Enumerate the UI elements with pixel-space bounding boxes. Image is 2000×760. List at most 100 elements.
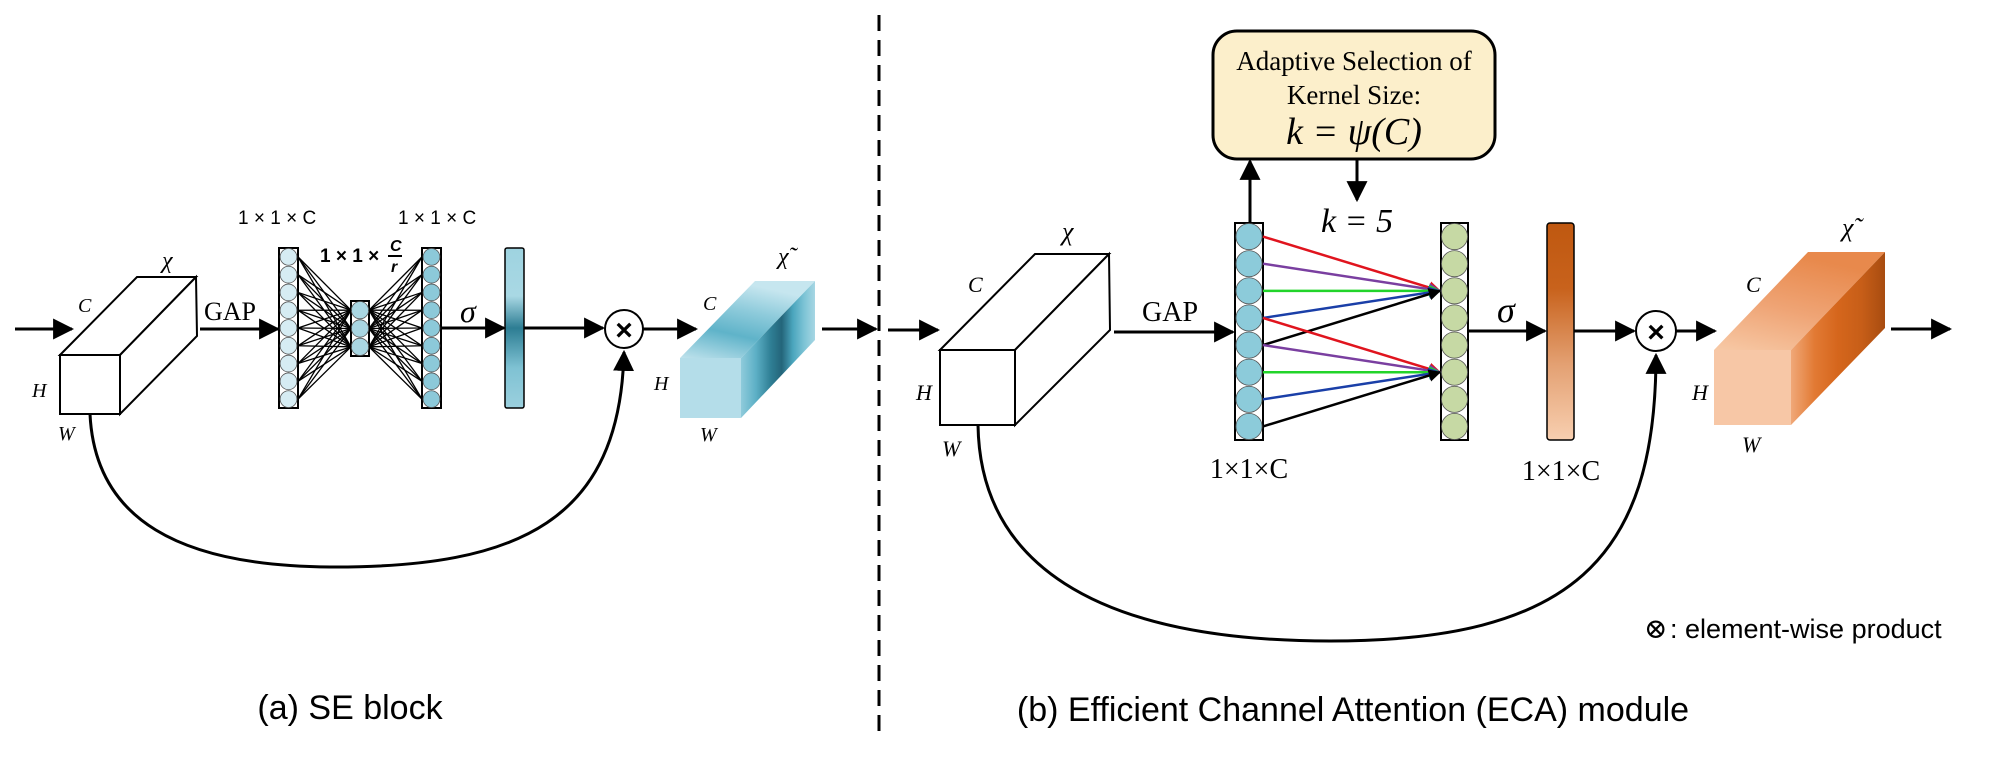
fc-edge (297, 328, 352, 400)
fc-edge (368, 274, 423, 348)
neuron (350, 337, 370, 356)
channel-node (1441, 385, 1468, 413)
se-output-tensor (680, 281, 815, 418)
eca-output-c-label: C (1746, 272, 1761, 297)
neuron (422, 372, 441, 391)
fc-edge (297, 309, 352, 382)
fc-edge (297, 291, 352, 311)
legend: ⊗ : element-wise product (1644, 614, 1942, 645)
channel-node (1235, 358, 1263, 386)
conv-edge (1262, 262, 1442, 296)
conv-edge (1262, 369, 1442, 428)
se-output-h-label: H (653, 373, 670, 395)
fc-edge (297, 274, 352, 311)
eca-caption: (b) Efficient Channel Attention (ECA) mo… (1017, 691, 1689, 729)
neuron (422, 336, 441, 355)
channel-node (1441, 331, 1468, 359)
fc-edge (297, 309, 352, 329)
se-bottleneck-den: r (391, 259, 398, 276)
se-fc1-dim-label: 1 × 1 × C (238, 208, 316, 229)
channel-node (1441, 250, 1468, 278)
se-input-symbol: χ (160, 248, 174, 274)
se-input-tensor (57, 274, 199, 417)
channel-node (1441, 304, 1468, 332)
legend-otimes-icon: ⊗ (1644, 614, 1667, 645)
channel-node (1441, 358, 1468, 386)
neuron (422, 390, 441, 408)
se-output-symbol: χ̃ (776, 244, 799, 270)
neuron (422, 283, 441, 302)
eca-output-h-label: H (1691, 380, 1709, 405)
conv-edge (1262, 235, 1442, 294)
neuron (422, 354, 441, 373)
eca-weights-dim-label: 1×1×C (1522, 456, 1600, 487)
neuron (422, 248, 441, 266)
fc-edge (297, 309, 352, 347)
channel-node (1235, 277, 1263, 305)
neuron (279, 390, 298, 408)
fc-edge (368, 345, 423, 348)
eca-product-symbol: × (1647, 316, 1665, 349)
eca-channel-weights (1546, 222, 1575, 441)
neuron (279, 372, 298, 391)
kernel-box-formula: k = ψ(C) (1286, 111, 1422, 153)
se-fc-network (278, 247, 442, 409)
eca-conv-network (1234, 222, 1469, 441)
neuron (279, 354, 298, 373)
conv-edge (1262, 316, 1442, 375)
se-sigma-label: σ (460, 293, 477, 329)
channel-node (1235, 250, 1263, 278)
neuron (279, 319, 298, 337)
channel-node (1235, 304, 1263, 332)
neuron (279, 265, 298, 284)
channel-node (1235, 385, 1263, 413)
conv-edge (1262, 286, 1442, 320)
se-skip-connection (88, 349, 635, 569)
eca-input-tensor (937, 251, 1112, 428)
channel-node (1441, 223, 1468, 251)
se-fc2-dim-label: 1 × 1 × C (398, 208, 476, 229)
neuron (279, 301, 298, 320)
channel-node (1235, 223, 1263, 251)
fc-edge (368, 256, 423, 329)
conv-edge (1262, 367, 1442, 401)
channel-node (1235, 412, 1263, 440)
eca-output-tensor (1714, 252, 1885, 425)
se-bottleneck-dim-label: 1 × 1 × (320, 246, 379, 267)
se-input-w-label: W (58, 423, 77, 445)
eca-conv-dim-label: 1×1×C (1210, 454, 1288, 485)
fc-edge (368, 256, 423, 311)
neuron (350, 319, 370, 338)
fc-edge (368, 256, 423, 348)
fc-edge (297, 256, 352, 311)
eca-module-panel: χ C H W GAP Adaptive Selection of Kernel… (888, 29, 1953, 729)
neuron (350, 301, 370, 320)
fc-edge (368, 309, 423, 348)
kernel-box-line2: Kernel Size: (1287, 80, 1421, 110)
k-value-label: k = 5 (1321, 203, 1393, 240)
eca-input-w-label: W (942, 436, 962, 461)
fc-edge (368, 327, 423, 348)
conv-edge (1262, 343, 1442, 377)
se-block-panel: χ C H W GAP 1 × 1 × C 1 × 1 × C r 1 × 1 … (15, 208, 879, 727)
se-gap-label: GAP (204, 297, 256, 326)
eca-gap-label: GAP (1142, 297, 1198, 328)
eca-sigma-label: σ (1497, 290, 1516, 330)
channel-node (1441, 412, 1468, 440)
fc-edge (368, 346, 423, 382)
neuron (422, 319, 441, 337)
eca-skip-connection (976, 352, 1667, 643)
fc-edge (368, 346, 423, 400)
channel-node (1235, 331, 1263, 359)
kernel-size-box (1211, 29, 1497, 161)
neuron (422, 301, 441, 320)
neuron (422, 265, 441, 284)
kernel-box-line1: Adaptive Selection of (1236, 46, 1471, 76)
eca-input-symbol: χ (1059, 217, 1074, 246)
se-input-c-label: C (78, 295, 92, 317)
neuron (279, 248, 298, 266)
fc-edge (368, 346, 423, 365)
fc-edge (368, 291, 423, 348)
se-caption: (a) SE block (257, 689, 443, 727)
